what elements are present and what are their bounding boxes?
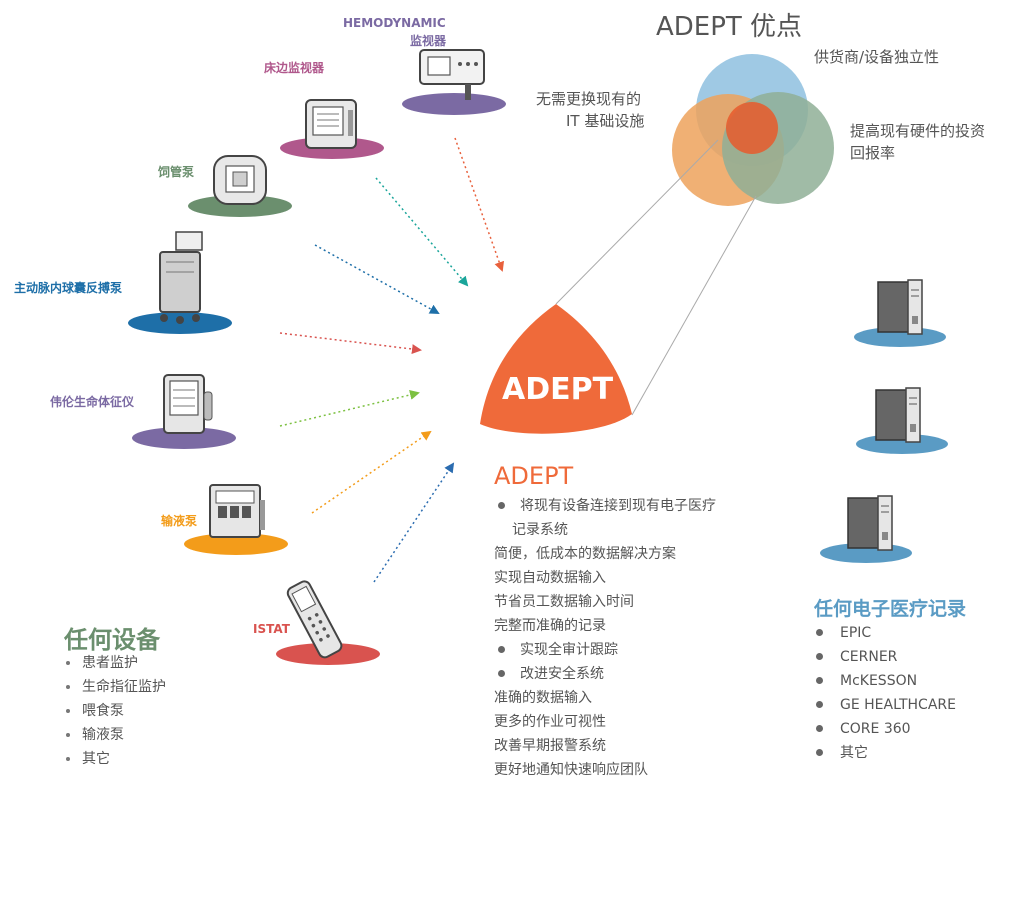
list-item: CERNER bbox=[814, 645, 956, 669]
any-device-title: 任何设备 bbox=[64, 626, 160, 654]
list-item: 实现全审计跟踪 bbox=[494, 638, 716, 662]
list-item: GE HEALTHCARE bbox=[814, 693, 956, 717]
arrow-istat bbox=[373, 462, 455, 583]
adept-feature-list: 将现有设备连接到现有电子医疗 记录系统 简便，低成本的数据解决方案 实现自动数据… bbox=[494, 494, 716, 782]
device-label-infusion: 输液泵 bbox=[161, 514, 198, 528]
list-item: 更好地通知快速响应团队 bbox=[494, 762, 648, 778]
benefit-vendor-independence: 供货商/设备独立性 bbox=[814, 48, 940, 66]
connector-line-left bbox=[555, 139, 719, 305]
adept-hub-label: ADEPT bbox=[502, 372, 614, 407]
data-flow-arrows bbox=[279, 137, 505, 583]
benefit-roi-line1: 提高现有硬件的投资 bbox=[850, 122, 986, 140]
any-device-list: 患者监护 生命指征监护 喂食泵 输液泵 其它 bbox=[64, 651, 166, 771]
venn-center-intersection bbox=[726, 102, 778, 154]
ehr-list: EPIC CERNER McKESSON GE HEALTHCARE CORE … bbox=[814, 621, 956, 765]
ehr-title: 任何电子医疗记录 bbox=[814, 598, 967, 620]
handheld-icon bbox=[286, 580, 343, 659]
platform-welch bbox=[132, 427, 236, 449]
platform-infusion bbox=[184, 533, 288, 555]
list-item: McKESSON bbox=[814, 669, 956, 693]
list-item: EPIC bbox=[814, 621, 956, 645]
device-label-hemodynamic-line1: HEMODYNAMIC bbox=[343, 16, 446, 30]
list-item: 输液泵 bbox=[64, 723, 166, 747]
list-item: 准确的数据输入 bbox=[494, 690, 592, 706]
list-item: CORE 360 bbox=[814, 717, 956, 741]
benefit-it-line2: IT 基础设施 bbox=[566, 112, 645, 130]
arrow-welch bbox=[279, 389, 420, 427]
arrow-feeding bbox=[314, 244, 440, 314]
device-label-welch: 伟伦生命体征仪 bbox=[50, 395, 135, 409]
platform-server-1 bbox=[854, 327, 946, 347]
server-icon bbox=[877, 279, 923, 335]
list-item: 患者监护 bbox=[64, 651, 166, 675]
platform-hemodynamic bbox=[402, 93, 506, 115]
pump-icon bbox=[209, 484, 265, 538]
list-item: 其它 bbox=[814, 741, 956, 765]
list-item: 生命指征监护 bbox=[64, 675, 166, 699]
server-icon bbox=[847, 495, 893, 551]
server-icon bbox=[875, 387, 921, 443]
list-item: 改善早期报警系统 bbox=[494, 738, 606, 754]
platform-feeding bbox=[188, 195, 292, 217]
adept-section-title: ADEPT bbox=[494, 462, 574, 490]
monitor-icon bbox=[163, 374, 213, 434]
arrow-infusion bbox=[311, 430, 432, 514]
device-label-hemodynamic-line2: 监视器 bbox=[410, 34, 447, 48]
list-item: 记录系统 bbox=[512, 522, 568, 538]
arrow-iabp bbox=[279, 332, 422, 354]
arrow-bedside bbox=[375, 177, 469, 287]
device-label-iabp: 主动脉内球囊反搏泵 bbox=[14, 281, 123, 295]
connector-line-right bbox=[631, 195, 757, 416]
list-item: 其它 bbox=[64, 747, 166, 771]
list-item: 将现有设备连接到现有电子医疗 bbox=[494, 494, 716, 518]
device-label-bedside: 床边监视器 bbox=[264, 61, 325, 75]
cart-icon bbox=[159, 231, 203, 324]
monitor-icon bbox=[419, 49, 485, 100]
device-label-istat: ISTAT bbox=[253, 622, 290, 636]
list-item: 节省员工数据输入时间 bbox=[494, 594, 634, 610]
list-item: 完整而准确的记录 bbox=[494, 618, 606, 634]
benefits-title: ADEPT 优点 bbox=[656, 12, 803, 42]
list-item: 更多的作业可视性 bbox=[494, 714, 606, 730]
venn-diagram bbox=[672, 54, 834, 206]
monitor-icon bbox=[305, 99, 357, 149]
benefit-it-line1: 无需更换现有的 bbox=[536, 90, 642, 108]
list-item: 喂食泵 bbox=[64, 699, 166, 723]
pump-icon bbox=[213, 155, 267, 205]
adept-hub-shape bbox=[480, 304, 632, 434]
list-item: 改进安全系统 bbox=[494, 662, 716, 686]
list-item: 简便，低成本的数据解决方案 bbox=[494, 546, 676, 562]
list-item: 实现自动数据输入 bbox=[494, 570, 606, 586]
device-label-feeding: 饲管泵 bbox=[158, 165, 195, 179]
benefit-roi-line2: 回报率 bbox=[850, 144, 896, 162]
arrow-hemodynamic bbox=[454, 137, 505, 272]
